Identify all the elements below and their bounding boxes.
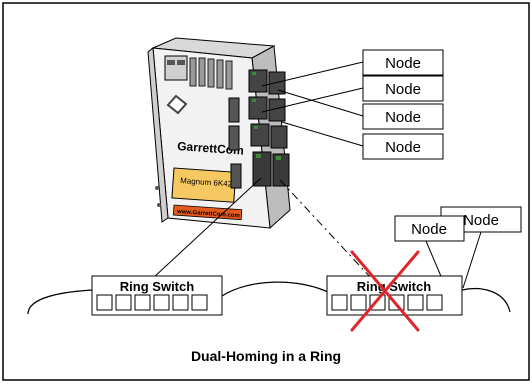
node-link xyxy=(425,240,444,282)
ring-switch-left: Ring Switch xyxy=(91,275,223,316)
device-website: www.GarrettCom.com xyxy=(176,209,240,219)
ring-switch-ports xyxy=(331,294,443,311)
node-label: Node xyxy=(463,212,499,229)
ring-switch-label: Ring Switch xyxy=(357,279,431,294)
node-label: Node xyxy=(385,109,421,126)
ring-switch-ports xyxy=(96,294,208,311)
diamond-icon xyxy=(166,94,188,115)
ring-switch-right: Ring Switch xyxy=(326,275,463,316)
node-link xyxy=(462,231,482,289)
primary-uplink xyxy=(152,177,262,279)
ring-arc-left xyxy=(27,289,93,315)
node-label: Node xyxy=(411,221,447,238)
node-label: Node xyxy=(385,139,421,156)
device-model: Magnum 6K42 xyxy=(180,176,233,189)
node-box: Node xyxy=(394,215,465,242)
node-box: Node xyxy=(362,75,444,102)
node-box: Node xyxy=(362,103,444,130)
failure-x-icon xyxy=(350,250,420,332)
backup-uplink xyxy=(279,179,373,280)
node-links xyxy=(261,61,364,147)
node-box: Node xyxy=(362,49,444,76)
ring-arc-right xyxy=(461,288,511,313)
node-label: Node xyxy=(385,81,421,98)
node-label: Node xyxy=(385,55,421,72)
garrettcom-switch-device: GarrettCom Magnum 6K42 www.GarrettCom.co… xyxy=(147,37,291,230)
node-box: Node xyxy=(362,133,444,160)
device-brand: GarrettCom xyxy=(177,139,245,158)
ring-switch-label: Ring Switch xyxy=(120,279,194,294)
ring-arc-middle xyxy=(221,281,331,297)
diagram-caption: Dual-Homing in a Ring xyxy=(191,348,341,364)
